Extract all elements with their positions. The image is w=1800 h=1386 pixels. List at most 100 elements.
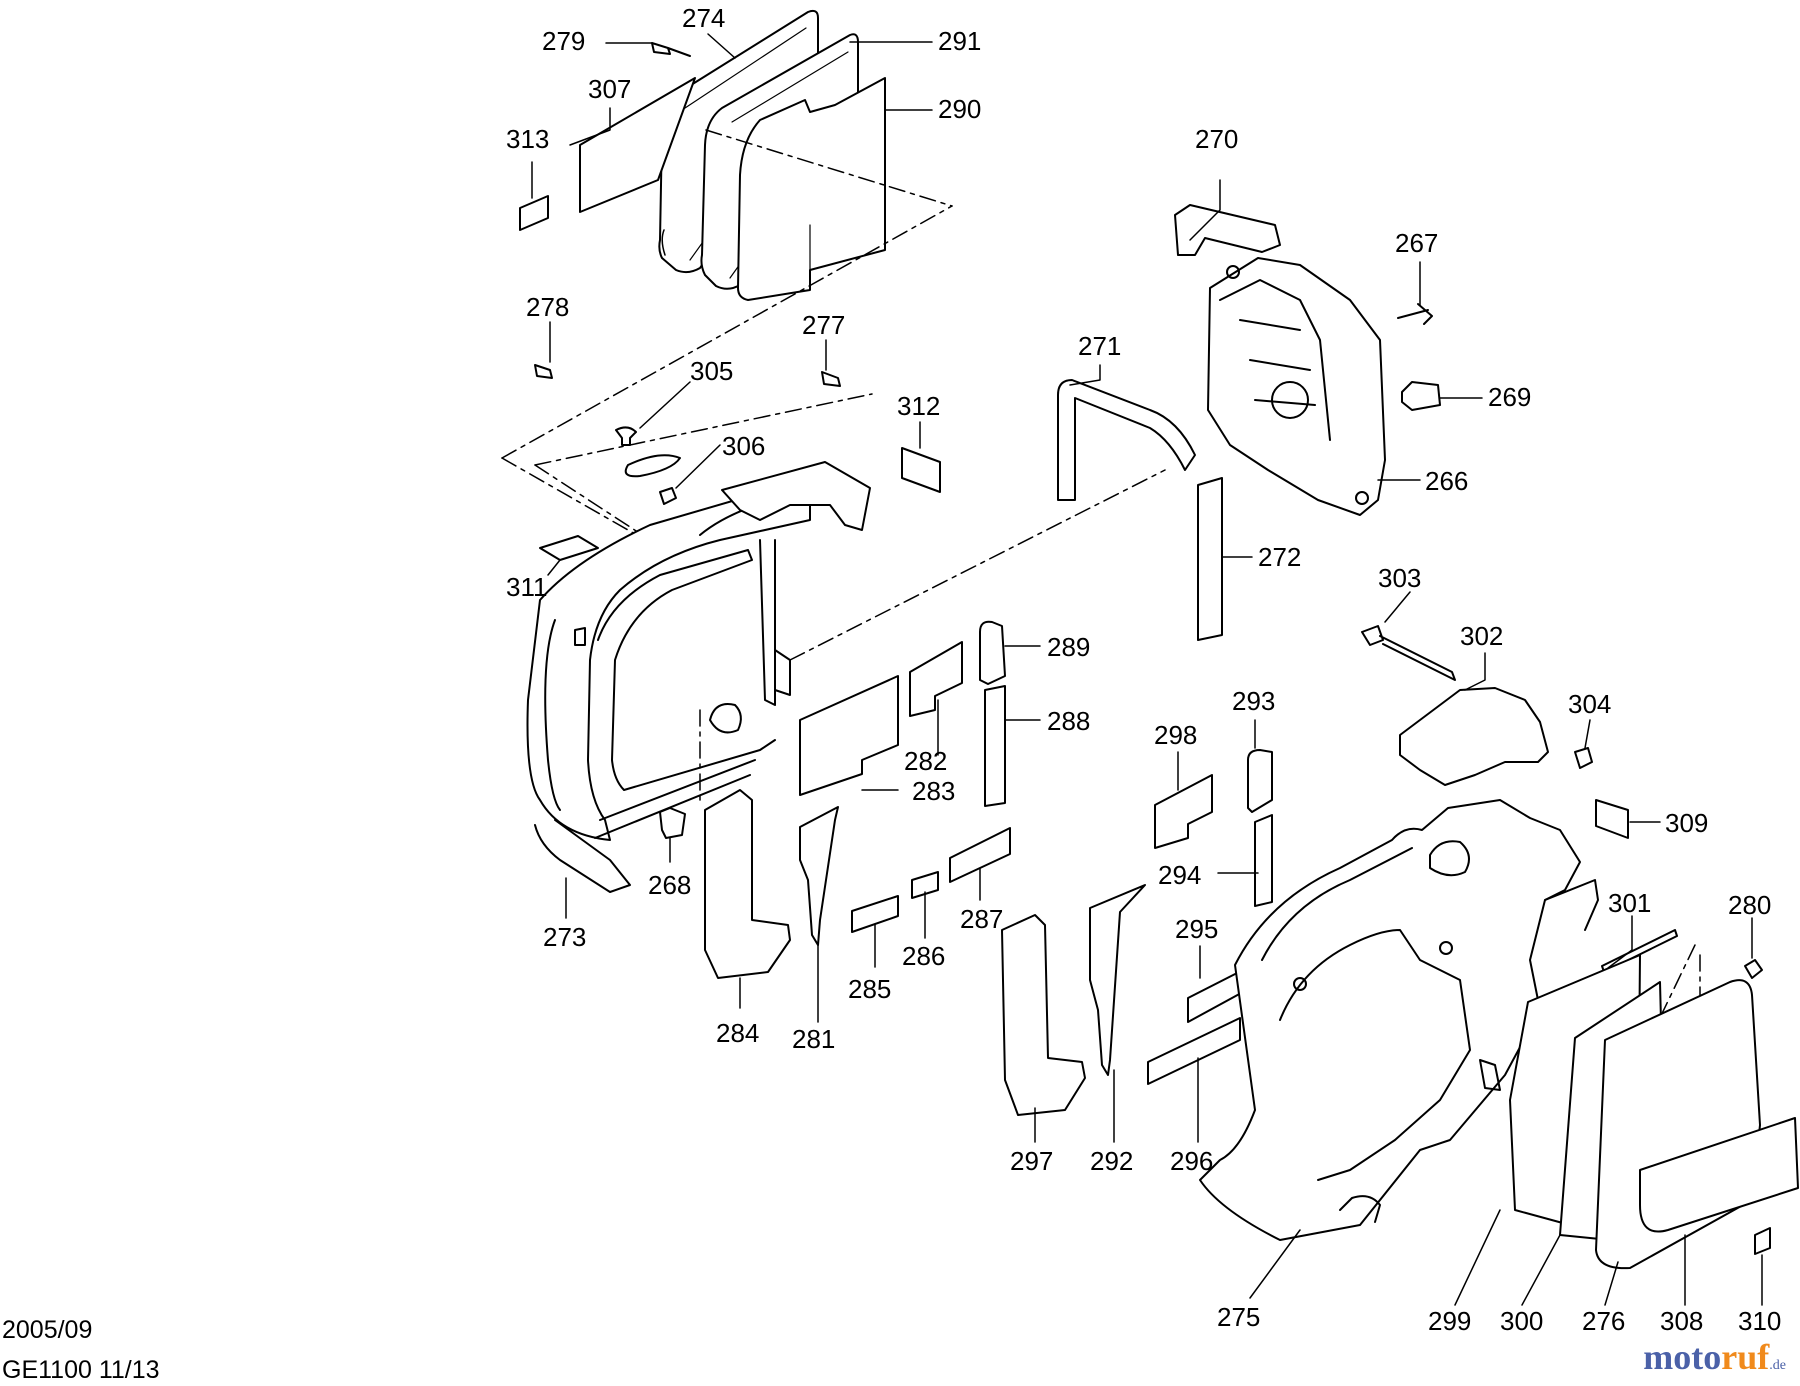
part-288-foam [984,685,1006,807]
part-289-foam [979,620,1006,685]
logo-tld: .de [1769,1358,1786,1373]
part-296-foam [1147,1017,1241,1085]
logo-part1: moto [1643,1337,1722,1377]
part-298-foam [1154,774,1213,849]
callout-278: 278 [526,292,569,322]
callout-labels: 279 274 291 307 290 313 270 267 278 277 … [506,3,1781,1336]
callout-285: 285 [848,974,891,1004]
part-267-screw [1397,303,1433,325]
part-306-plate [624,454,681,478]
callout-299: 299 [1428,1306,1471,1336]
callout-310: 310 [1738,1306,1781,1336]
part-277-screw [821,371,841,387]
callout-282: 282 [904,746,947,776]
callout-296: 296 [1170,1146,1213,1176]
part-272-foam-strip [1197,477,1223,641]
part-312-label [901,447,941,493]
callout-272: 272 [1258,542,1301,572]
callout-279: 279 [542,26,585,56]
callout-270: 270 [1195,124,1238,154]
part-271-frame-strip [1057,379,1196,501]
part-273-frame [526,486,811,893]
callout-298: 298 [1154,720,1197,750]
part-303-bolt [1361,625,1456,681]
callout-305: 305 [690,356,733,386]
callout-284: 284 [716,1018,759,1048]
part-284-foam [704,789,791,979]
part-302-cover [1399,687,1549,786]
part-307-label [579,77,696,213]
callout-289: 289 [1047,632,1090,662]
part-266-shroud [1207,257,1386,516]
callout-290: 290 [938,94,981,124]
callout-303: 303 [1378,563,1421,593]
part-295-foam [1187,969,1244,1023]
callout-313: 313 [506,124,549,154]
part-304-nut [1574,747,1593,769]
part-292-foam [1089,884,1146,1076]
callout-287: 287 [960,904,1003,934]
callout-304: 304 [1568,689,1611,719]
part-308-label [1639,1117,1799,1233]
part-270-bracket [1174,204,1281,256]
part-306-nut [659,487,677,505]
part-279-screw [651,42,691,57]
callout-308: 308 [1660,1306,1703,1336]
callout-276: 276 [1582,1306,1625,1336]
part-275-front-frame [1199,799,1599,1241]
part-294-foam [1254,814,1273,907]
callout-288: 288 [1047,706,1090,736]
part-311-label [539,535,599,561]
callout-281: 281 [792,1024,835,1054]
part-287-foam [949,827,1011,883]
callout-286: 286 [902,941,945,971]
callout-268: 268 [648,870,691,900]
part-268-clip [659,807,686,839]
part-293-foam [1247,749,1273,813]
callout-297: 297 [1010,1146,1053,1176]
callout-280: 280 [1728,890,1771,920]
part-269-clip [1401,381,1441,411]
part-278-screw [534,364,553,379]
callout-302: 302 [1460,621,1503,651]
part-310-label [1754,1227,1771,1255]
part-282-foam [909,641,963,717]
footer-date: 2005/09 [2,1316,93,1344]
callout-283: 283 [912,776,955,806]
callout-295: 295 [1175,914,1218,944]
motoruf-logo[interactable]: motoruf.de [1643,1336,1786,1378]
callout-275: 275 [1217,1302,1260,1332]
part-309-label [1595,799,1629,839]
callout-307: 307 [588,74,631,104]
logo-part2: ruf [1721,1337,1770,1377]
part-285-foam [851,895,899,933]
part-302-cover-rear [721,461,871,531]
footer-model: GE1100 11/13 [2,1356,160,1384]
part-305-screw [615,426,637,446]
callout-309: 309 [1665,808,1708,838]
callout-293: 293 [1232,686,1275,716]
callout-292: 292 [1090,1146,1133,1176]
callout-271: 271 [1078,331,1121,361]
callout-266: 266 [1425,466,1468,496]
part-280-screw [1744,959,1763,979]
callout-269: 269 [1488,382,1531,412]
callout-294: 294 [1158,860,1201,890]
callout-273: 273 [543,922,586,952]
callout-291: 291 [938,26,981,56]
part-313-label [519,195,549,231]
leader-lines [531,33,1763,1306]
callout-300: 300 [1500,1306,1543,1336]
part-283-foam [799,675,899,796]
part-281-foam [799,806,839,946]
part-286-foam [911,871,939,899]
callout-301: 301 [1608,888,1651,918]
callout-277: 277 [802,310,845,340]
callout-267: 267 [1395,228,1438,258]
part-297-foam [1001,914,1086,1116]
callout-306: 306 [722,431,765,461]
callout-274: 274 [682,3,725,33]
callout-311: 311 [506,572,547,602]
callout-312: 312 [897,391,940,421]
